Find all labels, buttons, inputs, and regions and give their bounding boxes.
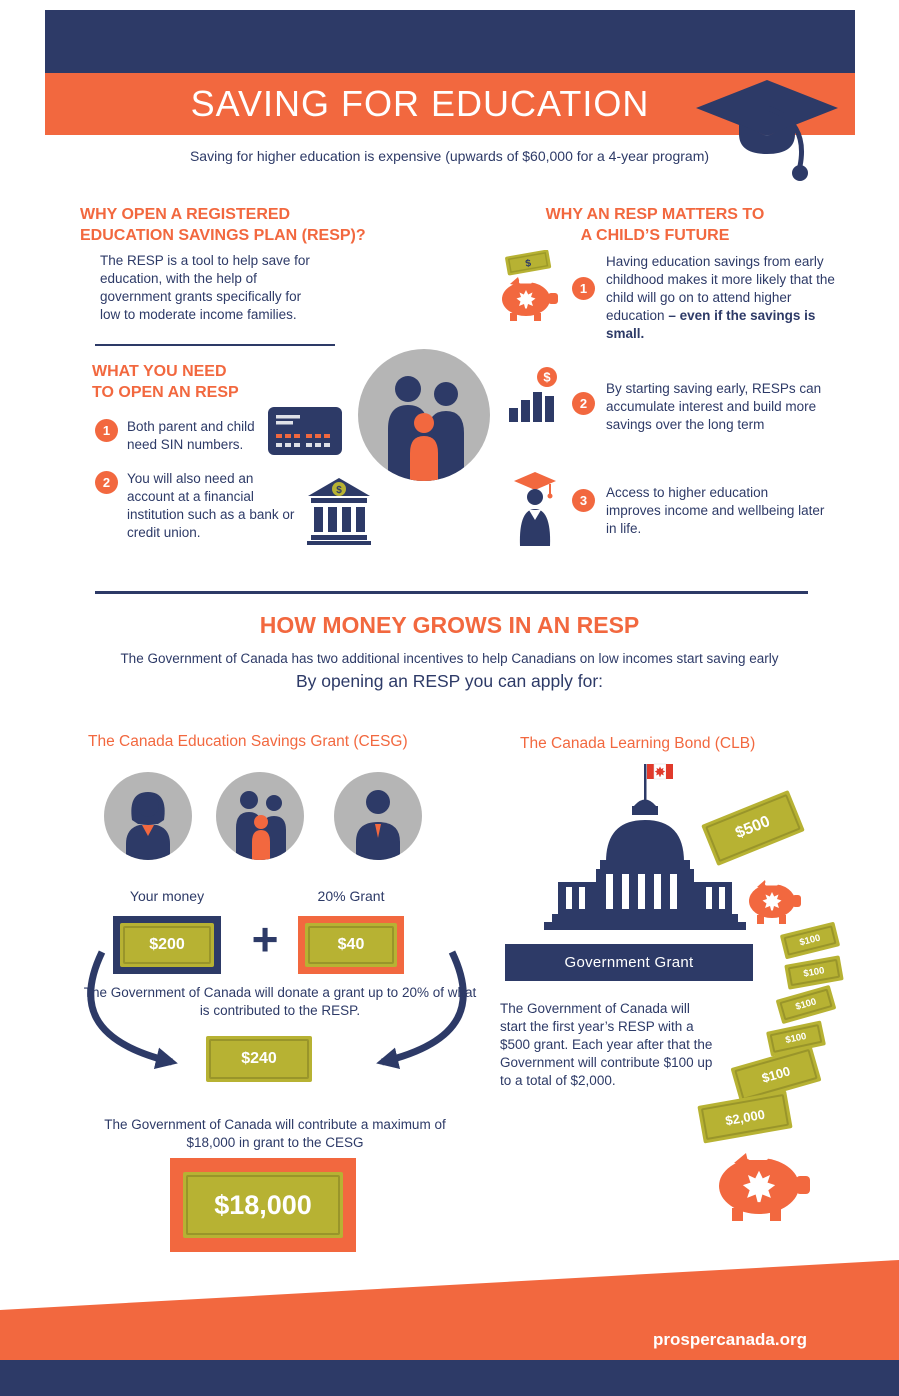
section-divider [95,591,808,594]
grant-flow-arrows [87,950,467,1069]
why-open-heading: WHY OPEN A REGISTERED EDUCATION SAVINGS … [80,206,366,244]
bill-100-3: $100 [775,984,837,1025]
svg-text:$: $ [525,258,533,270]
page-title: SAVING FOR EDUCATION [190,83,650,124]
savings-growth-chart-icon: $ [509,367,557,422]
bill-200: $200 [120,923,214,967]
need-item-2-number: 2 [95,471,118,494]
how-grows-heading: HOW MONEY GROWS IN AN RESP [259,612,640,638]
cesg-heading: The Canada Education Savings Grant (CESG… [88,733,408,750]
what-you-need-heading: WHAT YOU NEED TO OPEN AN RESP [92,363,239,401]
matters-item-2-number: 2 [572,392,595,415]
bank-icon: $ [307,478,371,545]
family-small-icon [216,772,304,860]
footer-url: prospercanada.org [653,1330,807,1349]
bill-18000: $18,000 [183,1172,343,1238]
need-item-1-number: 1 [95,419,118,442]
government-building-icon [544,763,746,930]
piggy-bank-money-icon: $ [502,250,558,321]
subtitle: Saving for higher education is expensive… [189,148,710,164]
bill-2000: $2,000 [697,1090,793,1144]
government-grant-bar: Government Grant [505,944,753,981]
clb-body-text: The Government of Canada will start the … [500,1001,713,1088]
bill-100-2: $100 [784,955,844,990]
woman-icon [104,772,192,860]
matters-item-1-number: 1 [572,277,595,300]
family-circle-icon [358,349,490,481]
small-divider [95,344,335,346]
piggy-bank-large-icon [719,1153,810,1221]
need-item-1-text: Both parent and child need SIN numbers. [127,419,255,452]
matters-item-3-number: 3 [572,489,595,512]
donate-text: The Government of Canada will donate a g… [83,985,477,1018]
need-item-2-text: You will also need an account at a finan… [127,471,295,540]
how-grows-line2: By opening an RESP you can apply for: [295,671,604,691]
graduation-cap-icon [696,80,838,181]
why-open-body: The RESP is a tool to help save for educ… [100,253,310,322]
graduate-icon [514,472,556,546]
svg-text:$: $ [543,370,551,385]
matters-item-3-text: Access to higher education improves inco… [606,485,825,536]
top-navy-bar [45,10,855,73]
matters-item-1-text: Having education savings from early chil… [606,254,835,341]
contribution-bill-backdrop: $200 [113,916,221,974]
canada-flag-icon [647,764,654,779]
sin-card-icon [268,407,342,455]
why-matters-heading: WHY AN RESP MATTERS TO A CHILD’S FUTURE [545,206,765,244]
your-money-label: Your money [129,888,205,904]
how-grows-line1: The Government of Canada has two additio… [120,651,779,666]
footer-navy-bar [0,1360,899,1396]
max-grant-text: The Government of Canada will contribute… [104,1117,446,1150]
grant-label: 20% Grant [317,888,385,904]
bill-100-1: $100 [779,921,841,960]
max-bill-backdrop: $18,000 [170,1158,356,1252]
bill-240: $240 [206,1036,312,1082]
svg-text:$: $ [336,485,342,496]
plus-sign: + [251,913,279,965]
grant-bill-backdrop: $40 [298,916,404,974]
man-icon [334,772,422,860]
bill-40: $40 [305,923,397,967]
piggy-bank-small-icon [749,880,801,924]
clb-heading: The Canada Learning Bond (CLB) [520,735,756,752]
matters-item-2-text: By starting saving early, RESPs can accu… [606,381,822,432]
